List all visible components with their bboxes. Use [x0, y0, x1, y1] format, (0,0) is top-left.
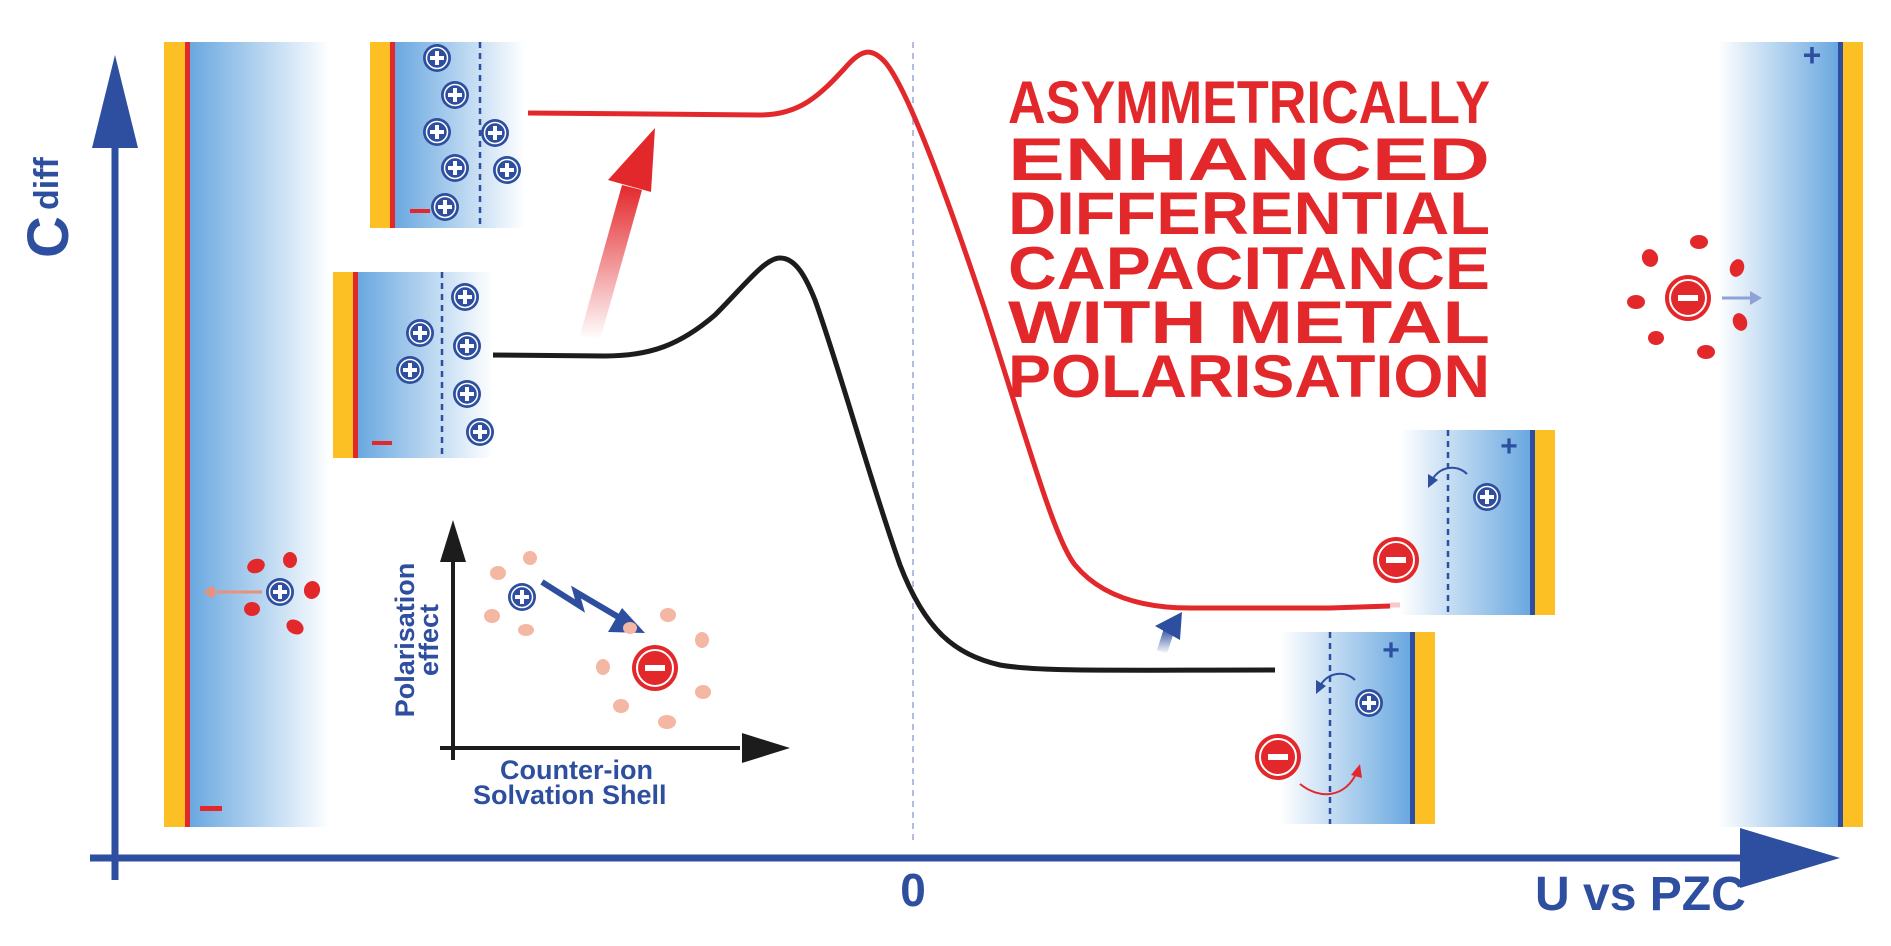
headline: ASYMMETRICALLY ENHANCED DIFFERENTIAL CAP…	[1008, 69, 1490, 410]
inset-plot: Polarisation effect Counter-ion Solvatio…	[390, 520, 790, 810]
headline-line-1: ASYMMETRICALLY	[1008, 69, 1490, 136]
double-layer-upper-right: +	[1373, 430, 1555, 615]
cation	[493, 156, 521, 184]
double-layer-upper-left	[370, 42, 525, 228]
double-layer-lower-right: +	[1255, 632, 1435, 824]
origin-label: 0	[900, 864, 926, 916]
cation	[1473, 483, 1501, 511]
cation	[1355, 689, 1383, 717]
anion	[1373, 537, 1419, 583]
inset-y-arrowhead	[440, 520, 466, 562]
right-electrode: +	[1718, 37, 1863, 827]
double-layer-middle-left	[333, 272, 494, 458]
inset-y-label: Polarisation effect	[390, 563, 444, 718]
x-axis	[90, 828, 1840, 888]
headline-line-4: CAPACITANCE	[1008, 235, 1490, 302]
left-electrode	[164, 42, 330, 827]
cation	[441, 154, 469, 182]
svg-text:effect: effect	[414, 604, 444, 676]
inset-x-label: Counter-ion Solvation Shell	[473, 755, 667, 810]
svg-text:C: C	[16, 216, 81, 258]
y-axis-label: C diff	[16, 156, 81, 258]
headline-line-6: POLARISATION	[1008, 343, 1490, 410]
x-axis-arrowhead	[1740, 828, 1840, 888]
middle-left-minus-sign	[372, 441, 392, 445]
cation	[423, 118, 451, 146]
cation	[466, 418, 494, 446]
enhancement-arrow-blue	[1155, 612, 1182, 654]
lower-right-plus-sign: +	[1382, 634, 1400, 667]
y-axis	[92, 55, 138, 880]
anion	[1665, 275, 1711, 321]
cation	[266, 578, 294, 606]
right-electrode-plus-sign: +	[1803, 37, 1822, 73]
enhancement-arrow-red	[580, 128, 655, 340]
cation	[508, 583, 536, 611]
headline-line-5: WITH METAL	[1008, 289, 1490, 356]
svg-text:diff: diff	[28, 156, 66, 210]
cation	[451, 283, 479, 311]
svg-text:Counter-ion: Counter-ion	[500, 755, 653, 785]
cation	[431, 193, 459, 221]
upper-right-plus-sign: +	[1500, 430, 1518, 463]
cation	[453, 380, 481, 408]
cation	[481, 119, 509, 147]
svg-text:Polarisation: Polarisation	[390, 563, 420, 718]
cation	[453, 332, 481, 360]
cation	[406, 319, 434, 347]
left-electrode-minus-sign	[200, 806, 222, 811]
anion	[1255, 734, 1301, 780]
solvated-cation-left	[203, 552, 321, 635]
headline-line-2: ENHANCED	[1008, 126, 1490, 193]
upper-left-minus-sign	[410, 209, 430, 213]
solvated-anion-right	[1627, 235, 1762, 359]
headline-line-3: DIFFERENTIAL	[1008, 180, 1490, 247]
red-curve	[527, 49, 1391, 611]
anion	[632, 645, 678, 691]
cation	[396, 356, 424, 384]
black-curve	[489, 255, 1276, 673]
inset-x-arrowhead	[742, 733, 790, 763]
svg-text:Solvation Shell: Solvation Shell	[473, 780, 667, 810]
x-axis-label: U vs PZC	[1535, 868, 1746, 921]
y-axis-arrowhead	[92, 55, 138, 148]
cation	[441, 81, 469, 109]
cation	[423, 44, 451, 72]
